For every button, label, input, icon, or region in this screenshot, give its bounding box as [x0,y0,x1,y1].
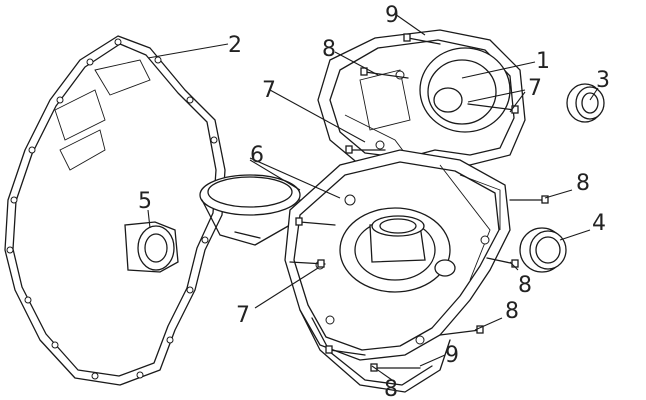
callout-7-right: 7 [528,76,542,101]
callout-6: 6 [250,143,264,168]
callout-1: 1 [536,49,550,74]
gasket-part-2 [4,35,226,386]
callout-8-bottom: 8 [384,377,398,400]
cover-part-1 [284,29,526,393]
bolts [289,33,549,372]
callout-8-mid: 8 [518,273,532,298]
bearing-part-5 [124,221,179,273]
callout-4: 4 [592,211,606,236]
leader-lines [147,13,599,381]
callout-9-top: 9 [385,3,399,28]
callout-7-bottom: 7 [236,303,250,328]
callout-2: 2 [228,33,242,58]
seal-part-6 [199,174,301,246]
callout-8-right: 8 [576,171,590,196]
callout-8-lower: 8 [505,299,519,324]
callout-labels: 9 2 8 1 7 7 3 6 8 5 4 8 7 8 9 8 [138,3,610,400]
callout-7-top: 7 [262,78,276,103]
seal-part-4 [519,227,567,273]
callout-3: 3 [596,68,610,93]
callout-8-top: 8 [322,37,336,62]
callout-5: 5 [138,189,152,214]
callout-9-bottom: 9 [445,343,459,368]
